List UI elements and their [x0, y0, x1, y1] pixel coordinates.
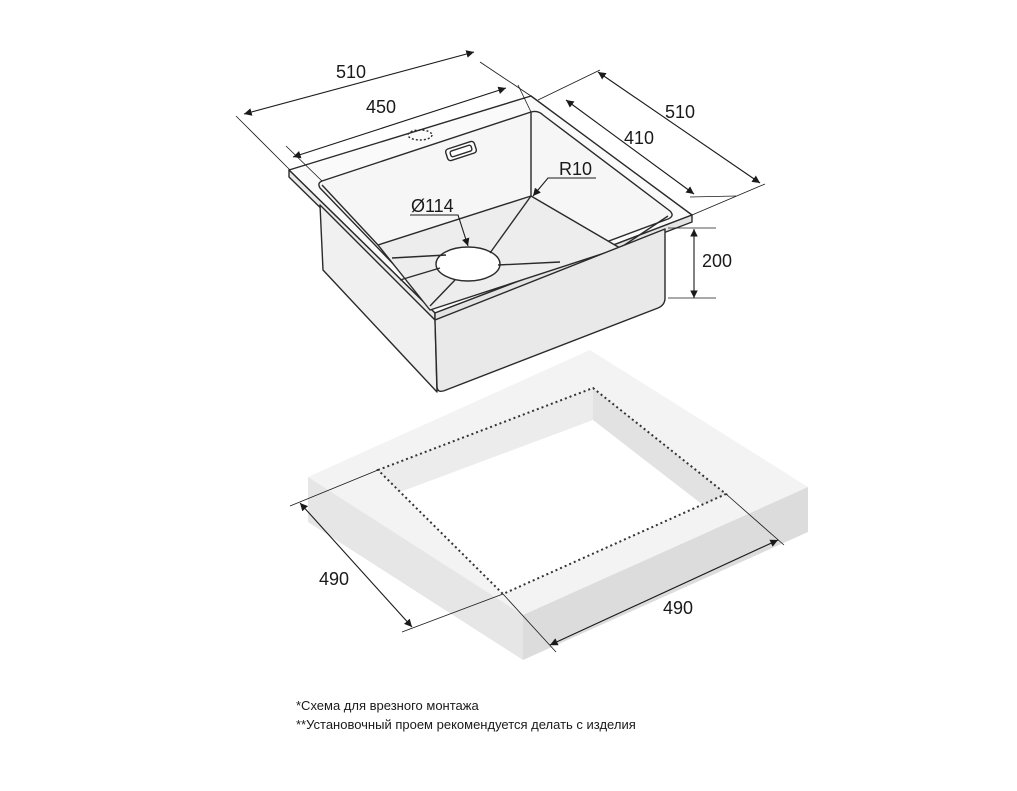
drain-rib [429, 279, 456, 307]
drain-hole [435, 246, 501, 282]
label-drain-diameter: Ø114 [411, 196, 454, 216]
cutout-inner-wall-left [378, 388, 593, 492]
label-bowl-height: 200 [702, 251, 732, 271]
dim-line-bowl-width [292, 86, 507, 159]
sink-outer-wall-front [434, 228, 666, 393]
bowl-edge-left [321, 184, 379, 246]
note-line-2: **Установочный проем рекомендуется делат… [296, 717, 636, 732]
extension-line [289, 469, 379, 507]
label-cutout-right: 490 [663, 598, 693, 618]
dim-line-cutout-right [549, 539, 779, 646]
bowl-edge-right [619, 215, 669, 249]
drain-rib [399, 267, 441, 281]
label-corner-radius: R10 [559, 159, 592, 179]
note-line-1: *Схема для врезного монтажа [296, 698, 479, 713]
extension-line [502, 593, 557, 653]
extension-line [401, 593, 504, 633]
extension-line [689, 195, 737, 198]
drain-rib [489, 195, 532, 254]
label-overall-width: 510 [336, 62, 366, 82]
label-bowl-width: 450 [366, 97, 396, 117]
leader-corner-radius [532, 177, 596, 197]
extension-line [517, 84, 532, 113]
cutout-inner-wall-back [593, 388, 726, 505]
label-overall-depth: 510 [665, 102, 695, 122]
extension-line [285, 145, 323, 182]
extension-line [725, 493, 785, 546]
label-bowl-depth: 410 [624, 128, 654, 148]
extension-line [537, 69, 601, 101]
dim-line-bowl-depth [565, 99, 695, 195]
drain-rib [497, 261, 561, 266]
countertop-slab [308, 350, 808, 660]
sink-outer-wall-left [319, 204, 438, 393]
extension-line [235, 115, 291, 171]
dim-line-overall-width [243, 50, 475, 116]
leader-drain-diameter [410, 214, 470, 247]
label-cutout-left: 490 [319, 569, 349, 589]
drain-rib [391, 254, 447, 259]
dim-line-cutout-left [299, 502, 413, 628]
extension-line [691, 183, 766, 216]
extension-line [479, 61, 532, 97]
installation-notes: *Схема для врезного монтажа **Установочн… [296, 696, 636, 734]
dimension-lines [235, 50, 785, 653]
